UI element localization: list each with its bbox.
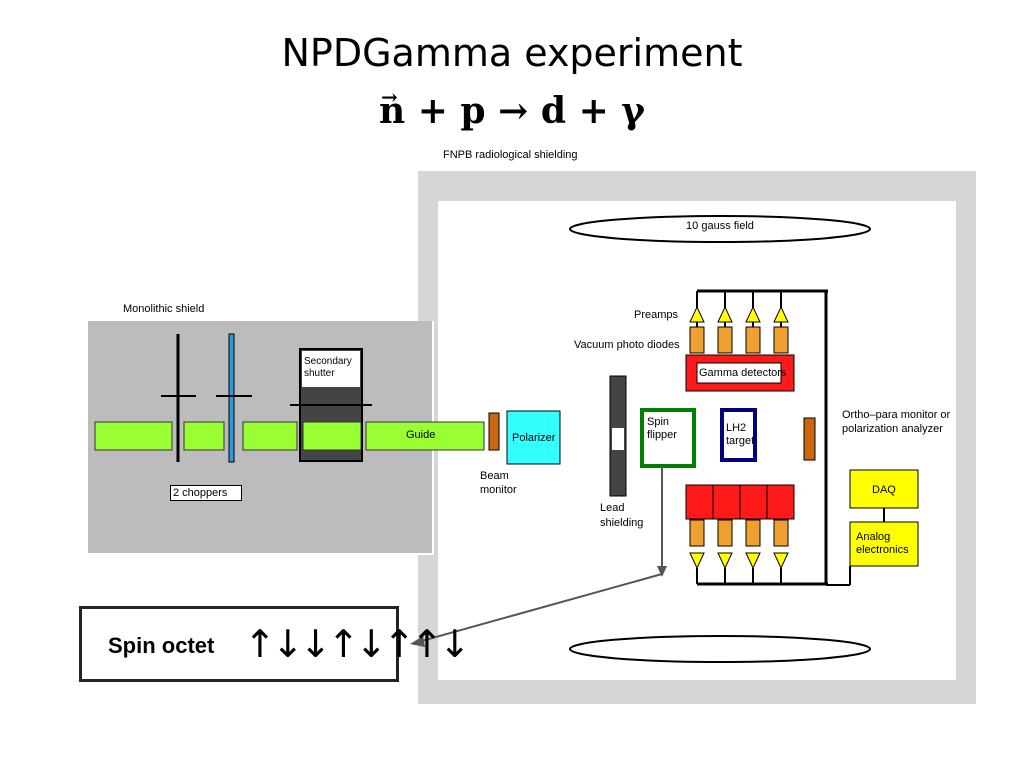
deuteron-symbol: d — [540, 90, 567, 132]
spin-flipper-label: Spin flipper — [647, 416, 677, 441]
preamp — [689, 305, 705, 323]
spin-octet-box: Spin octet ↑↓↓↑↓↑↑↓ — [79, 606, 471, 682]
beam-monitor — [488, 412, 500, 451]
lead-shielding-label: Lead shielding — [600, 502, 644, 529]
guide-segment — [183, 421, 225, 451]
upper-preamp-chain — [689, 291, 789, 354]
preamp — [745, 305, 761, 323]
photo-diode — [773, 326, 789, 354]
preamp — [745, 552, 761, 570]
magnetic-field-bottom — [569, 635, 871, 663]
magnetic-field-top — [569, 215, 871, 243]
octet-pointer-arrowhead — [410, 636, 425, 647]
choppers-label: 2 choppers — [170, 485, 242, 501]
spin-octet-label: Spin octet — [108, 633, 215, 658]
secondary-shutter-label-bg — [302, 351, 360, 387]
daq-box — [849, 469, 919, 509]
ortho-para-monitor-label: Ortho–para monitor or polarization analy… — [842, 409, 951, 435]
octet-pointer — [417, 573, 663, 643]
vacuum-photo-diodes-label: Vacuum photo diodes — [574, 339, 680, 351]
guide-segment — [242, 421, 298, 451]
neutron-symbol: → n — [379, 85, 405, 136]
plus-sign: + — [417, 90, 448, 132]
lh2-target — [720, 408, 757, 462]
analog-electronics-box — [849, 521, 919, 567]
secondary-shutter-label: Secondary shutter — [304, 356, 352, 379]
proton-symbol: p — [460, 90, 486, 132]
photo-diode — [745, 326, 761, 354]
preamps-label: Preamps — [634, 309, 679, 321]
monolithic-shield-label: Monolithic shield — [123, 303, 205, 315]
spin-octet-arrows: ↑↓↓↑↓↑↑↓ — [244, 622, 471, 666]
photo-diode — [689, 519, 705, 547]
photo-diode — [717, 519, 733, 547]
polarizer-label: Polarizer — [512, 432, 556, 444]
photo-diode — [773, 519, 789, 547]
gamma-detectors-lower — [685, 484, 795, 520]
preamp — [717, 552, 733, 570]
photo-diode — [689, 326, 705, 354]
analog-electronics-label: Analog electronics — [856, 531, 909, 556]
photo-diode — [745, 519, 761, 547]
preamp — [689, 552, 705, 570]
gamma-detectors-label: Gamma detectors — [699, 367, 787, 379]
pointer-arrowhead — [657, 566, 667, 577]
preamp — [773, 305, 789, 323]
plus-sign: + — [578, 90, 609, 132]
field-top-label: 10 gauss field — [686, 220, 754, 232]
guide-segment — [302, 421, 362, 451]
lower-preamp-chain — [689, 519, 789, 584]
beam-monitor-label: Beam monitor — [480, 470, 517, 496]
page-title: NPDGamma experiment — [281, 31, 743, 75]
reaction-equation: → n + p → d + γ — [0, 85, 1024, 136]
guide-label: Guide — [406, 429, 436, 441]
reaction-arrow: → — [498, 90, 529, 132]
polarizer — [506, 410, 561, 465]
fnpb-shielding-label: FNPB radiological shielding — [443, 149, 578, 161]
neutron-vector-arrow: → — [380, 85, 398, 109]
spin-flipper — [640, 408, 696, 468]
gamma-symbol: γ — [621, 90, 646, 132]
photo-diode — [717, 326, 733, 354]
daq-label: DAQ — [872, 484, 896, 496]
chopper-2 — [228, 333, 235, 463]
lead-shielding-aperture — [612, 428, 624, 450]
gamma-detectors-label-bg — [696, 362, 782, 384]
lh2-target-label: LH2 target — [726, 422, 755, 447]
main-guide — [365, 421, 485, 451]
preamp — [773, 552, 789, 570]
preamp — [717, 305, 733, 323]
guide-segment — [94, 421, 173, 451]
ortho-para-monitor — [803, 417, 816, 461]
